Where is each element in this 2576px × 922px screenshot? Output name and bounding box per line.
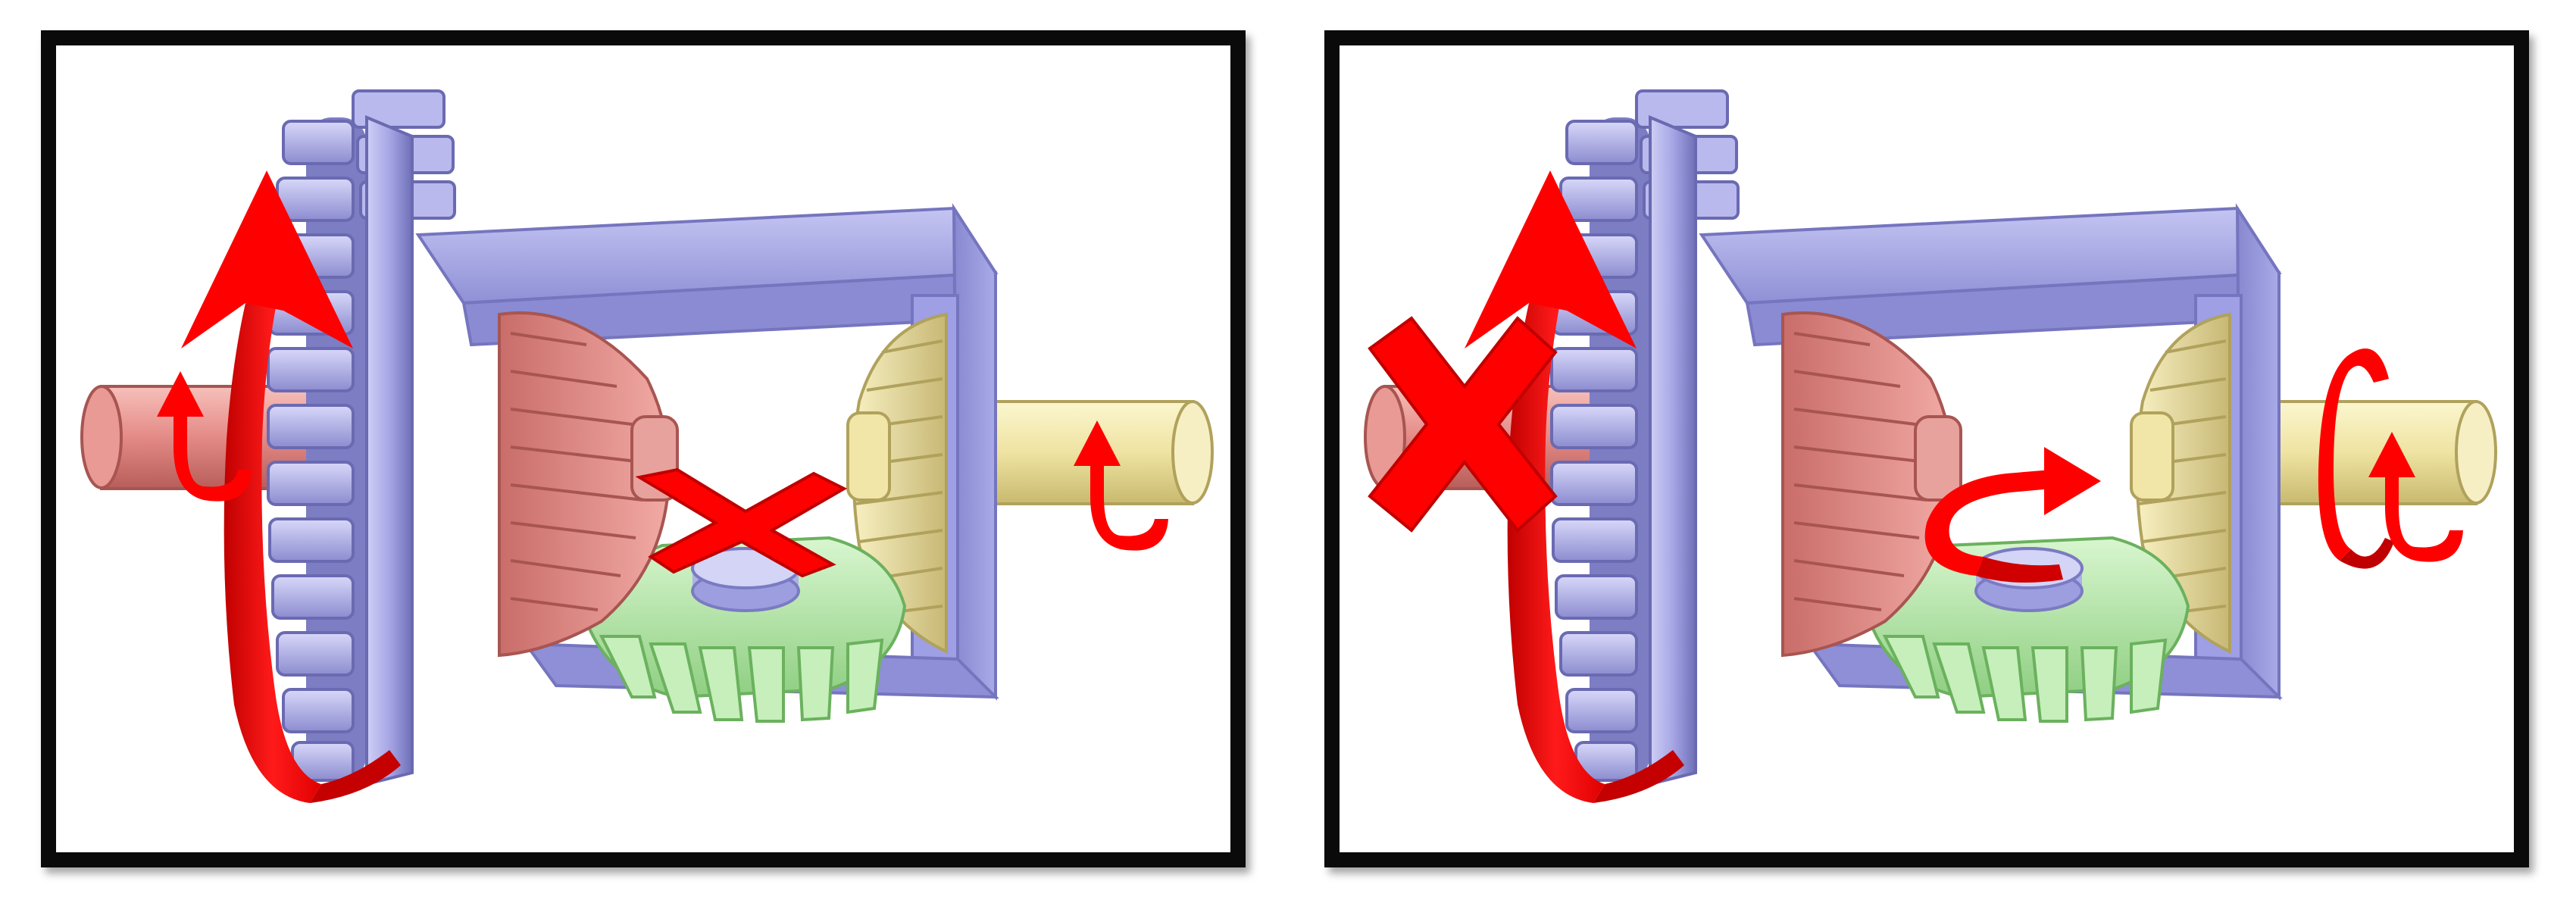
- differential-diagram-turning: [1364, 89, 2497, 803]
- differential-diagram-straight: [80, 89, 1214, 803]
- ring-gear: [1550, 89, 1740, 786]
- panel-straight-driving: [41, 30, 1246, 867]
- right-shaft-double-rotation-arrow-icon: [2318, 348, 2463, 569]
- panel-turning: [1324, 30, 2529, 867]
- left-shaft-stop-x-icon: [1368, 316, 1558, 533]
- right-axle-shaft: [2247, 400, 2497, 505]
- spider-spin-arrow-icon: [1924, 447, 2101, 583]
- ring-gear: [267, 89, 456, 786]
- spider-locked-x-icon: [635, 467, 848, 578]
